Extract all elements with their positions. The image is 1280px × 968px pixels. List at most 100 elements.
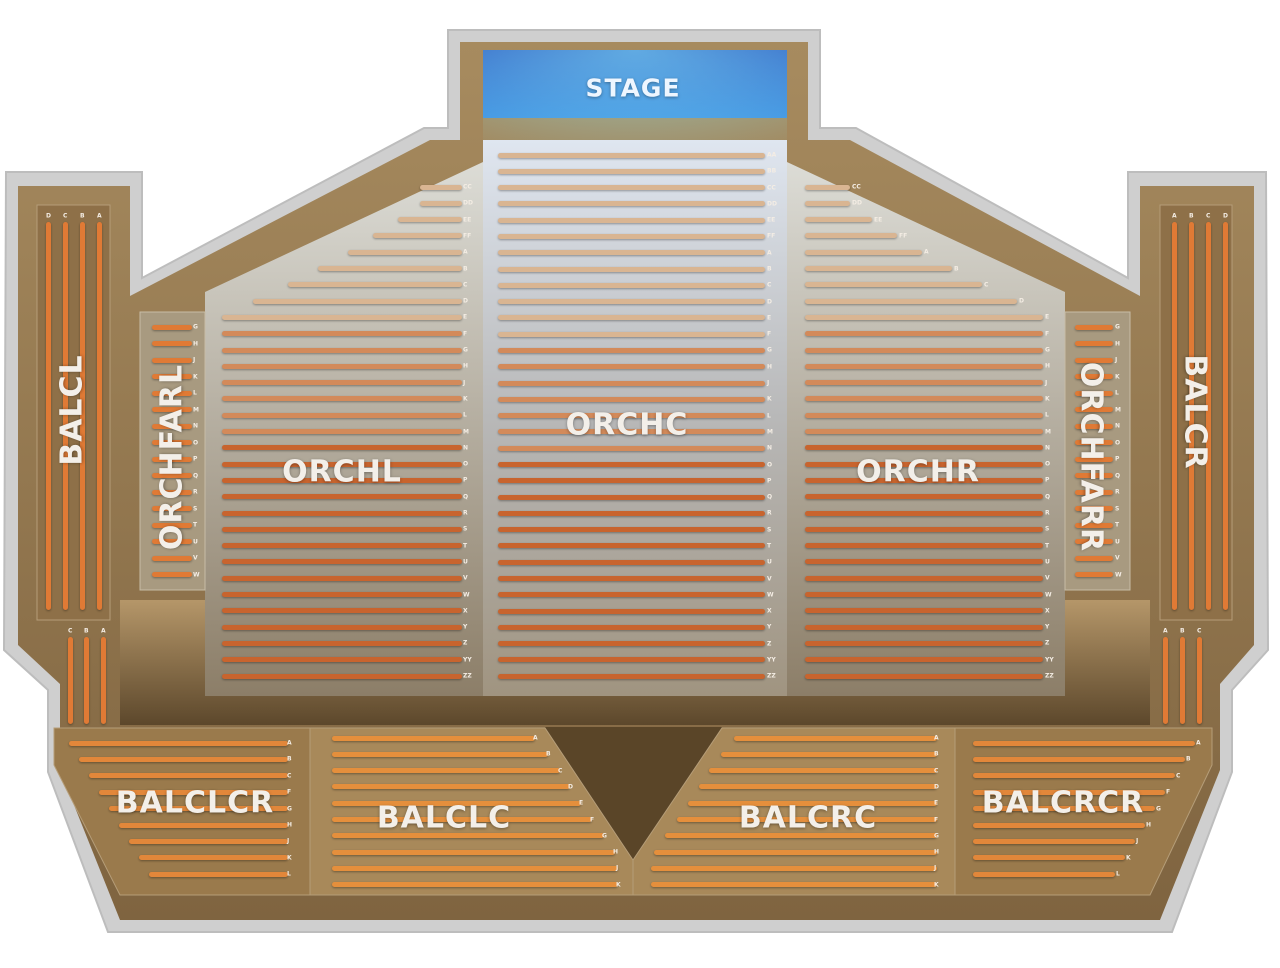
seat-row-balcr-A[interactable] xyxy=(1171,222,1177,610)
seat-row-orchc-A[interactable] xyxy=(498,250,765,256)
seat-row-orchfarr-V[interactable] xyxy=(1075,555,1113,561)
seat-row-orchfarr-G[interactable] xyxy=(1075,324,1113,330)
seat-row-orchfarl-G[interactable] xyxy=(152,324,192,330)
seat-row-orchc-YY[interactable] xyxy=(498,657,765,663)
seat-row-orchc-U[interactable] xyxy=(498,559,765,565)
seat-row-balcrc-F[interactable] xyxy=(677,817,937,822)
seat-row-orchl-Q[interactable] xyxy=(222,494,462,500)
seat-row-orchc-G[interactable] xyxy=(498,347,765,353)
seat-row-balclc-B[interactable] xyxy=(332,751,548,757)
seat-row-orchl-Z[interactable] xyxy=(222,640,462,646)
seat-row-orchr-N[interactable] xyxy=(805,445,1043,451)
seat-row-balcrc-K[interactable] xyxy=(651,882,937,888)
seat-row-orchr-E[interactable] xyxy=(805,314,1043,320)
seat-row-orchr-D[interactable] xyxy=(805,298,1017,304)
seat-row-orchr-F[interactable] xyxy=(805,331,1043,337)
seat-row-orchr-Z[interactable] xyxy=(805,640,1043,646)
seat-row-orchr-B[interactable] xyxy=(805,266,952,271)
seat-row-balcrcr-K[interactable] xyxy=(973,855,1125,861)
seat-row-orchfarr-T[interactable] xyxy=(1075,522,1113,528)
seat-row-orchc-H[interactable] xyxy=(498,364,765,370)
seat-row-balcl-C[interactable] xyxy=(62,222,68,610)
seat-row-orchl-O[interactable] xyxy=(222,461,462,467)
seat-row-orchc-N[interactable] xyxy=(498,445,765,451)
seat-row-balcr-C[interactable] xyxy=(1205,222,1211,610)
seat-row-orchl-S[interactable] xyxy=(222,526,462,532)
seat-row-balcrc-G[interactable] xyxy=(665,833,937,839)
seat-row-orchc-K[interactable] xyxy=(498,396,765,402)
seat-row-orchr-P[interactable] xyxy=(805,477,1043,483)
seat-row-orchc-Q[interactable] xyxy=(498,494,765,500)
seat-row-orchc-T[interactable] xyxy=(498,543,765,549)
seat-row-orchc-X[interactable] xyxy=(498,608,765,614)
seat-row-orchc-B[interactable] xyxy=(498,266,765,272)
seat-row-orchfarl-K[interactable] xyxy=(152,374,192,379)
seat-row-balclc-G[interactable] xyxy=(332,833,604,839)
seat-row-balclcr-L[interactable] xyxy=(149,871,288,877)
seat-row-orchc-ZZ[interactable] xyxy=(498,673,765,679)
seat-row-orchr-C[interactable] xyxy=(805,282,982,288)
seat-row-orchl-X[interactable] xyxy=(222,608,462,614)
seat-row-orchl-G[interactable] xyxy=(222,347,462,353)
seat-row-orchc-M[interactable] xyxy=(498,429,765,435)
seat-row-orchc-O[interactable] xyxy=(498,462,765,467)
seat-row-balcr-C[interactable] xyxy=(1196,637,1202,724)
seat-row-orchfarr-S[interactable] xyxy=(1075,506,1113,511)
seat-row-orchc-Y[interactable] xyxy=(498,624,765,630)
seat-row-balcr-A[interactable] xyxy=(1162,637,1168,724)
seat-row-orchr-X[interactable] xyxy=(805,608,1043,614)
section-balclcr[interactable] xyxy=(53,727,311,896)
seat-row-balcrc-A[interactable] xyxy=(734,735,937,741)
seat-row-orchr-CC[interactable] xyxy=(805,184,850,190)
seat-row-balcrcr-A[interactable] xyxy=(973,740,1195,746)
seat-row-orchl-F[interactable] xyxy=(222,331,462,337)
seat-row-orchl-P[interactable] xyxy=(222,477,462,483)
seat-row-balcrcr-H[interactable] xyxy=(973,822,1145,828)
seat-row-orchc-E[interactable] xyxy=(498,315,765,321)
seat-row-orchr-S[interactable] xyxy=(805,526,1043,532)
seat-row-balcrcr-J[interactable] xyxy=(973,838,1135,844)
seat-row-orchr-ZZ[interactable] xyxy=(805,673,1043,679)
seat-row-orchl-EE[interactable] xyxy=(398,217,462,223)
seat-row-balclc-E[interactable] xyxy=(332,800,581,806)
seat-row-orchl-V[interactable] xyxy=(222,575,462,581)
seat-row-orchr-FF[interactable] xyxy=(805,233,897,239)
seat-row-orchr-V[interactable] xyxy=(805,575,1043,581)
seat-row-orchc-BB[interactable] xyxy=(498,168,765,174)
seat-row-orchfarl-Q[interactable] xyxy=(152,473,192,478)
seat-row-balcrcr-F[interactable] xyxy=(973,789,1165,795)
seat-row-orchl-M[interactable] xyxy=(222,429,462,434)
seat-row-orchfarl-V[interactable] xyxy=(152,555,192,561)
seat-row-orchr-T[interactable] xyxy=(805,543,1043,549)
seat-row-orchl-ZZ[interactable] xyxy=(222,673,462,679)
seat-row-orchfarl-R[interactable] xyxy=(152,489,192,495)
seat-row-orchc-Z[interactable] xyxy=(498,641,765,647)
seat-row-orchc-DD[interactable] xyxy=(498,201,765,207)
seat-row-orchl-N[interactable] xyxy=(222,445,462,451)
seat-row-orchfarl-U[interactable] xyxy=(152,539,192,544)
seat-row-balcrc-C[interactable] xyxy=(709,768,937,774)
seat-row-balclc-F[interactable] xyxy=(332,817,592,822)
seat-row-orchc-J[interactable] xyxy=(498,380,765,386)
seat-row-balcrcr-B[interactable] xyxy=(973,756,1185,762)
seat-row-orchl-E[interactable] xyxy=(222,314,462,320)
seat-row-balcl-A[interactable] xyxy=(96,222,102,610)
seat-row-orchl-YY[interactable] xyxy=(222,657,462,663)
seat-row-orchr-U[interactable] xyxy=(805,559,1043,565)
seat-row-orchr-W[interactable] xyxy=(805,592,1043,597)
seat-row-balcrc-B[interactable] xyxy=(721,751,937,757)
seat-row-orchr-Q[interactable] xyxy=(805,494,1043,500)
seat-row-orchfarr-O[interactable] xyxy=(1075,440,1113,445)
seat-row-orchl-D[interactable] xyxy=(253,298,462,304)
seat-row-orchc-CC[interactable] xyxy=(498,185,765,191)
seat-row-orchr-A[interactable] xyxy=(805,249,922,255)
seat-row-balcr-D[interactable] xyxy=(1222,222,1228,610)
seat-row-orchl-H[interactable] xyxy=(222,363,462,369)
seat-row-orchl-FF[interactable] xyxy=(373,233,462,239)
seat-row-orchfarr-W[interactable] xyxy=(1075,572,1113,577)
seat-row-orchr-Y[interactable] xyxy=(805,624,1043,630)
seat-row-orchc-EE[interactable] xyxy=(498,217,765,223)
seat-row-balclc-C[interactable] xyxy=(332,768,560,774)
seat-row-balclcr-C[interactable] xyxy=(89,773,288,779)
seat-row-orchr-L[interactable] xyxy=(805,412,1043,418)
